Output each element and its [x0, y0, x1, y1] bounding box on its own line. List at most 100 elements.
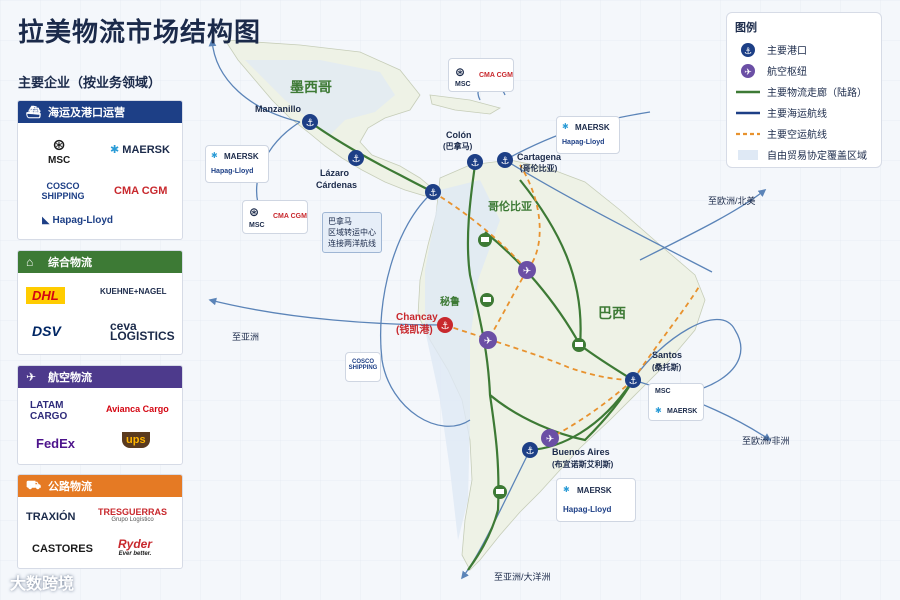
port-santos-anchor-icon: ⚓ [625, 372, 641, 388]
logo-hapag-lloyd: ◣ Hapag-Lloyd [42, 215, 114, 226]
maersk-star-icon-3: ✱ [655, 406, 662, 415]
port-lazaro-anchor-icon: ⚓ [348, 150, 364, 166]
legend-item-land: 主要物流走廊（陆路） [735, 81, 873, 102]
route-label-asia-oceania: 至亚洲/大洋洲 [494, 571, 551, 582]
logo-castores: CASTORES [32, 543, 93, 555]
logo-dhl: DHL [26, 287, 65, 304]
maersk-star-icon-4: ✱ [563, 485, 570, 494]
logo-maersk: ✱ MAERSK [110, 144, 170, 156]
port-panama-anchor-icon: ⚓ [425, 184, 441, 200]
panel-shipping-header: ⛴ 海运及港口运营 [18, 101, 182, 123]
svg-text:⚓: ⚓ [501, 156, 510, 167]
logo-ceva: ceva LOGISTICS [110, 319, 175, 343]
panel-road-header: ⛟ 公路物流 [18, 475, 182, 497]
label-lazaro-1: Lázaro [320, 168, 350, 178]
air-hubs: ✈ ✈ ✈ [479, 261, 559, 447]
logo-msc: ⊛MSC [48, 137, 71, 166]
country-peru: 秘鲁 [440, 295, 460, 308]
port-buenos-aires-anchor-icon: ⚓ [522, 442, 538, 458]
port-cartagena-anchor-icon: ⚓ [497, 152, 513, 168]
enterprises-heading: 主要企业（按业务领域） [18, 75, 162, 90]
logo-cma-cgm: CMA CGM [114, 185, 168, 197]
svg-text:⚓: ⚓ [306, 118, 315, 129]
maersk-star-icon: ✱ [110, 144, 120, 156]
callout-left-lower: ⊛ MSC CMA CGM [242, 200, 308, 234]
legend-title: 图例 [735, 22, 757, 34]
panel-road-title: 公路物流 [48, 481, 92, 493]
callout-left-upper: ✱ MAERSK Hapag-Lloyd [205, 145, 269, 183]
legend-item-air: 主要空运航线 [735, 123, 873, 144]
label-santos-1: Santos [652, 350, 682, 360]
panama-note: 巴拿马 区域转运中心 连接两洋航线 [322, 212, 382, 253]
port-colon-anchor-icon: ⚓ [467, 154, 483, 170]
svg-text:⚓: ⚓ [526, 446, 535, 457]
label-chancay-2: (钱凯港) [396, 323, 433, 336]
msc-icon-2: ⊛ [249, 205, 260, 219]
page-title: 拉美物流市场结构图 [18, 17, 262, 47]
svg-text:⚓: ⚓ [352, 154, 361, 165]
callout-santos: MSC ✱ MAERSK [648, 383, 704, 421]
label-buenos-1: Buenos Aires [552, 447, 610, 457]
logo-tresguerras: TRESGUERRAS Grupo Logístico [98, 507, 168, 523]
green-line [735, 89, 761, 95]
svg-text:⚓: ⚓ [471, 158, 480, 169]
route-label-asia: 至亚洲 [232, 332, 259, 342]
fta-area [735, 149, 761, 160]
svg-text:⚓: ⚓ [429, 188, 438, 199]
legend-item-fta: 自由贸易协定覆盖区域 [735, 144, 873, 165]
panel-road: ⛟ 公路物流 TRAXIÓN TRESGUERRAS Grupo Logísti… [17, 474, 183, 569]
legend-item-sea: 主要海运航线 [735, 102, 873, 123]
legend-item-port: ⚓ 主要港口 [735, 39, 873, 60]
panel-integrated-header: ⌂ 综合物流 [18, 251, 182, 273]
svg-text:✈: ✈ [484, 336, 492, 347]
land-caribbean [429, 94, 502, 115]
logo-traxion: TRAXIÓN [26, 511, 76, 523]
watermark: 大数跨境 [10, 576, 75, 593]
blue-line [735, 110, 761, 116]
fta-zone-pacific [425, 180, 500, 540]
panel-shipping-title: 海运及港口运营 [48, 107, 125, 119]
panel-integrated: ⌂ 综合物流 DHL KUEHNE+NAGEL DSV ceva LOGISTI… [17, 250, 183, 355]
country-mexico: 墨西哥 [290, 79, 332, 95]
logo-ups: ups [122, 432, 150, 448]
fta-zone-mexico [245, 60, 395, 135]
route-label-europe-na: 至欧洲/北美 [708, 195, 756, 206]
panel-air-header: ✈ 航空物流 [18, 366, 182, 388]
callout-cartagena: ✱ MAERSK Hapag-Lloyd [556, 116, 620, 154]
logo-kuehne-nagel: KUEHNE+NAGEL [100, 287, 167, 296]
svg-text:✈: ✈ [523, 266, 531, 277]
label-santos-2: (桑托斯) [652, 362, 682, 372]
ship-icon: ⛴ [26, 105, 42, 119]
label-lazaro-2: Cárdenas [316, 180, 357, 190]
label-colon-2: (巴拿马) [443, 141, 473, 151]
callout-cosco: COSCO SHIPPING [345, 352, 381, 382]
svg-text:⚓: ⚓ [744, 46, 752, 56]
label-chancay-1: Chancay [396, 312, 438, 323]
svg-text:✈: ✈ [546, 434, 554, 445]
callout-msc-cma-top: ⊛ MSC CMA CGM [448, 58, 514, 92]
maersk-star-icon-2: ✱ [211, 151, 218, 160]
label-manzanillo: Manzanillo [255, 104, 302, 114]
plane-hub-icon: ✈ [735, 63, 761, 79]
plane-icon: ✈ [26, 370, 37, 384]
logo-dsv: DSV [32, 323, 61, 339]
maersk-star-icon: ✱ [562, 122, 569, 131]
legend: 图例 ⚓ 主要港口 ✈ 航空枢纽 主要物流走廊（陆路） 主要海运航线 主要空运航… [726, 12, 882, 168]
ports: ⚓ ⚓ ⚓ ⚓ ⚓ ⚓ ⚓ ⚓ [302, 114, 641, 458]
label-buenos-2: (布宜诺斯艾利斯) [552, 459, 614, 469]
logo-avianca: Avianca Cargo [106, 404, 169, 414]
panel-integrated-title: 综合物流 [48, 257, 92, 269]
truck-icon: ⛟ [26, 478, 42, 492]
route-label-europe-africa: 至欧洲/非洲 [742, 435, 790, 446]
msc-icon: ⊛ [455, 65, 466, 79]
panel-air: ✈ 航空物流 LATAM CARGO Avianca Cargo FedEx u… [17, 365, 183, 465]
callout-buenos: ✱ MAERSK Hapag-Lloyd [556, 478, 636, 522]
port-chancay-anchor-icon: ⚓ [437, 317, 453, 333]
logo-ryder: Ryder Ever better. [118, 537, 153, 557]
svg-text:⚓: ⚓ [629, 376, 638, 387]
label-colon-1: Colón [446, 130, 472, 140]
logo-latam: LATAM CARGO [30, 400, 68, 422]
port-manzanillo-anchor-icon: ⚓ [302, 114, 318, 130]
land-corridors [309, 121, 634, 571]
label-cartagena-2: (哥伦比亚) [520, 163, 558, 173]
